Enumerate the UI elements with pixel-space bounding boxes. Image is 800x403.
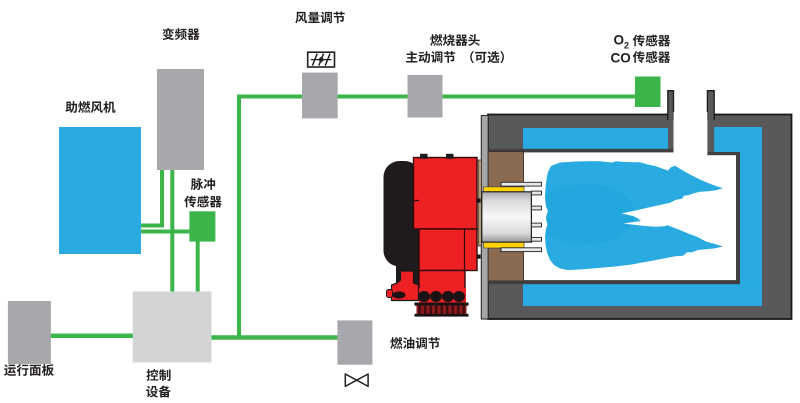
svg-text:2: 2 [624, 41, 629, 51]
svg-text:O: O [614, 33, 625, 48]
svg-text:CO: CO [611, 51, 631, 66]
